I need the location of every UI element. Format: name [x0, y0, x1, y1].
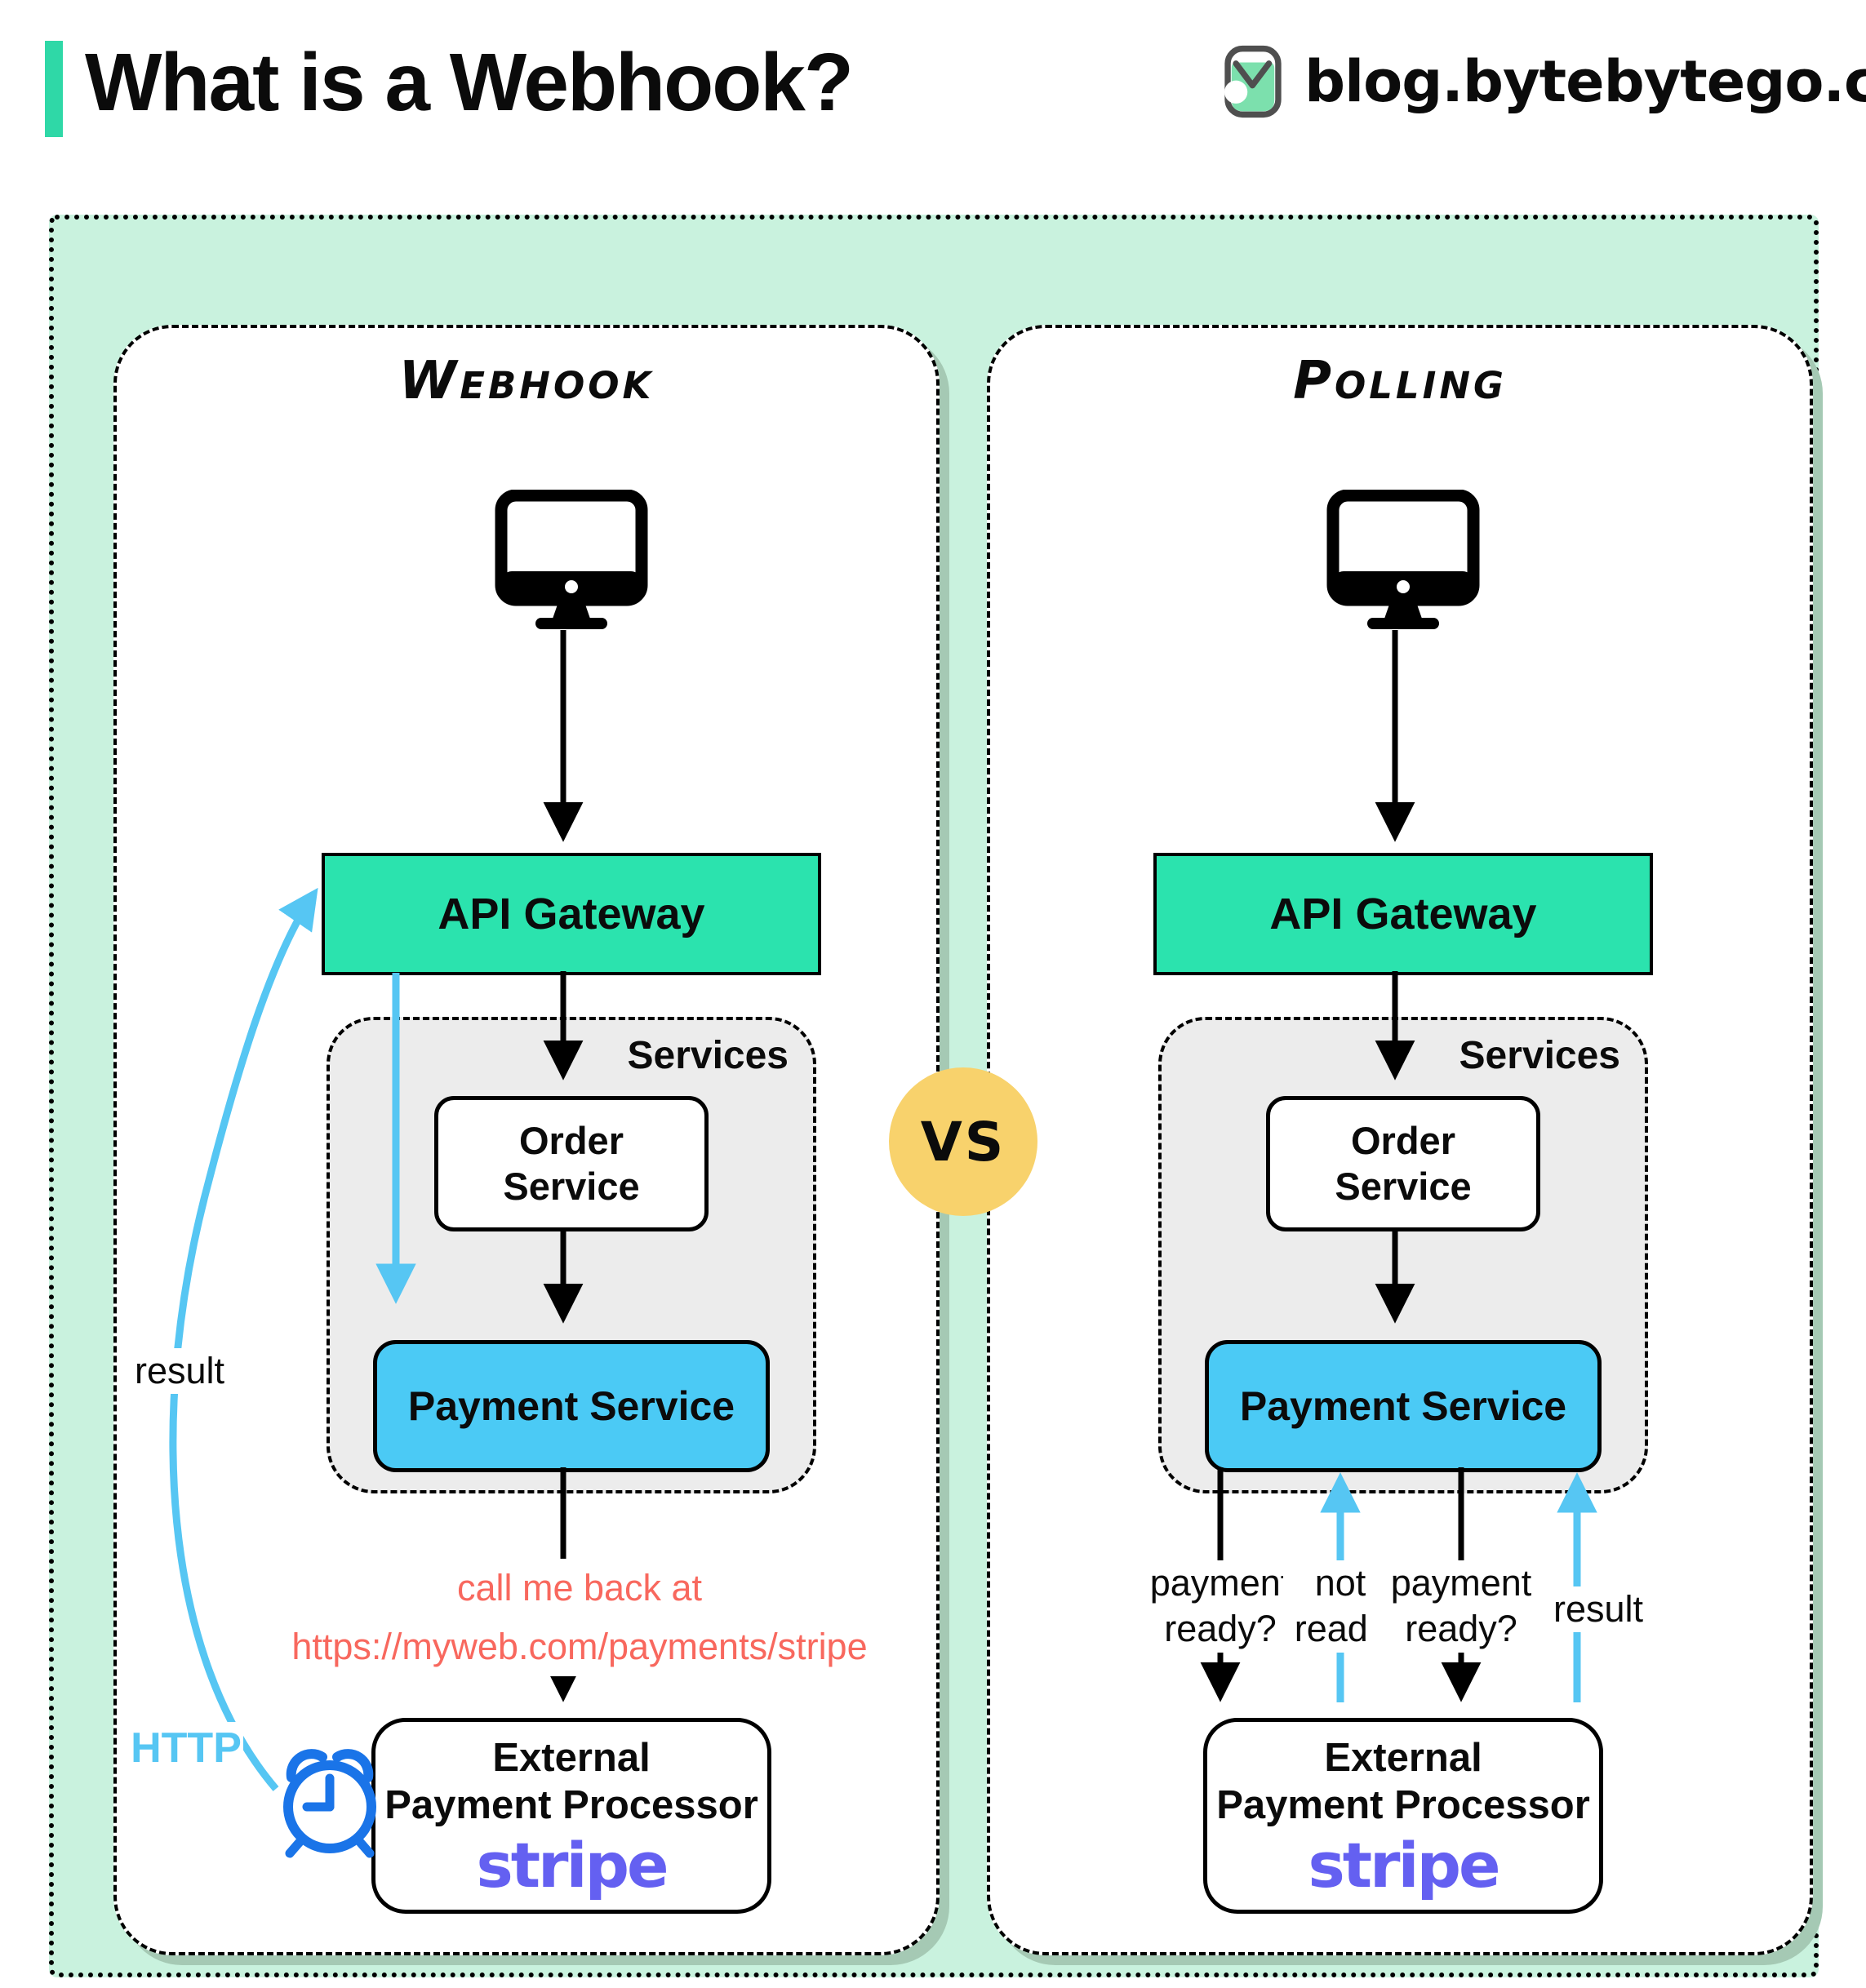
- order-service-line1: Order: [1351, 1118, 1455, 1162]
- external-line1: External: [1324, 1736, 1482, 1781]
- comparison-board: Webhook API Gateway Services Order Servi…: [49, 215, 1819, 1977]
- vs-label: VS: [920, 1110, 1006, 1174]
- api-gateway-box: API Gateway: [1153, 853, 1653, 975]
- webhook-panel-title: Webhook: [398, 351, 655, 411]
- stripe-logo: stripe: [476, 1828, 669, 1901]
- site-logo: blog.bytebytego.com: [1223, 39, 1866, 124]
- order-service-line1: Order: [519, 1118, 624, 1162]
- payment-service-box: Payment Service: [373, 1340, 770, 1472]
- polling-panel: Polling API Gateway Services Order Servi…: [987, 325, 1813, 1955]
- external-line1: External: [492, 1736, 651, 1781]
- flow-label-payment-ready-2: payment ready?: [1366, 1560, 1557, 1653]
- callback-note-line2: https://myweb.com/payments/stripe: [291, 1626, 868, 1667]
- vs-badge: VS: [889, 1067, 1037, 1216]
- payment-service-label: Payment Service: [1239, 1383, 1567, 1429]
- monitor-icon: [494, 489, 649, 630]
- order-service-box: Order Service: [434, 1096, 709, 1231]
- alarm-clock-icon: [269, 1738, 391, 1861]
- polling-panel-title: Polling: [1293, 351, 1507, 411]
- api-gateway-label: API Gateway: [1269, 890, 1537, 939]
- monitor-icon: [1326, 489, 1481, 630]
- result-label: result: [121, 1348, 238, 1395]
- title-accent-bar: [45, 41, 63, 137]
- external-payment-processor-box: External Payment Processor stripe: [371, 1718, 771, 1914]
- flow-label-result: result: [1535, 1586, 1662, 1633]
- payment-service-label: Payment Service: [407, 1383, 735, 1429]
- bytebytego-owl-icon: [1223, 39, 1283, 124]
- order-service-box: Order Service: [1266, 1096, 1540, 1231]
- payment-service-box: Payment Service: [1205, 1340, 1602, 1472]
- external-line2: Payment Processor: [384, 1783, 758, 1827]
- order-service-line2: Service: [1335, 1165, 1472, 1208]
- api-gateway-box: API Gateway: [322, 853, 821, 975]
- callback-note: call me back at https://myweb.com/paymen…: [261, 1559, 898, 1676]
- services-group-label: Services: [1459, 1034, 1620, 1077]
- http-label: HTTP: [129, 1722, 243, 1775]
- site-url: blog.bytebytego.com: [1304, 48, 1866, 115]
- order-service-line2: Service: [503, 1165, 640, 1208]
- external-payment-processor-box: External Payment Processor stripe: [1203, 1718, 1603, 1914]
- external-line2: Payment Processor: [1216, 1783, 1590, 1827]
- stripe-logo: stripe: [1308, 1828, 1500, 1901]
- api-gateway-label: API Gateway: [438, 890, 705, 939]
- page-title: What is a Webhook?: [85, 37, 854, 128]
- services-group-label: Services: [627, 1034, 789, 1077]
- callback-note-line1: call me back at: [456, 1567, 703, 1609]
- webhook-panel: Webhook API Gateway Services Order Servi…: [113, 325, 940, 1955]
